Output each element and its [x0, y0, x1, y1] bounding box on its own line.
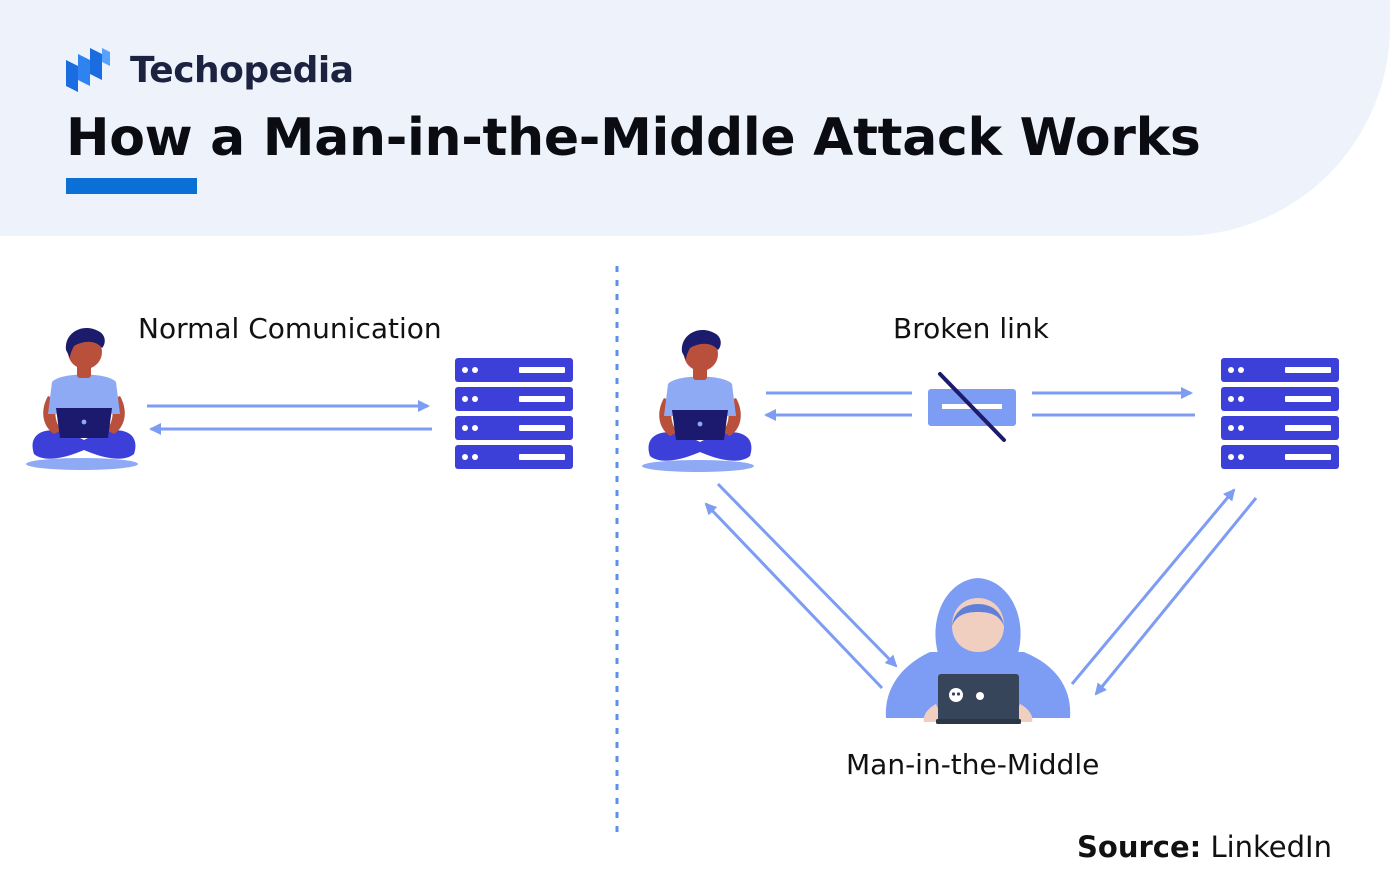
arrow-server-to-hacker: [1094, 497, 1258, 696]
server-icon: [455, 358, 573, 469]
source-prefix: Source:: [1077, 830, 1202, 864]
person-laptop-icon: [642, 330, 754, 472]
server-icon: [1221, 358, 1339, 469]
header-band: [0, 0, 1390, 236]
person-laptop-icon: [26, 328, 138, 470]
label-broken-link: Broken link: [893, 312, 1049, 345]
arrow-hacker-to-person: [704, 502, 884, 690]
arrow-hacker-to-server: [1070, 488, 1236, 685]
brand-name: Techopedia: [130, 49, 354, 91]
techopedia-logo-icon: [66, 48, 110, 92]
source-credit: Source: LinkedIn: [1077, 830, 1332, 864]
label-normal-communication: Normal Comunication: [138, 312, 442, 345]
title-underline: [66, 178, 197, 194]
brand[interactable]: Techopedia: [64, 44, 354, 96]
arrow-person-to-hacker: [716, 482, 898, 668]
hacker-icon: [885, 578, 1071, 724]
page-title: How a Man-in-the-Middle Attack Works: [66, 108, 1201, 168]
label-man-in-the-middle: Man-in-the-Middle: [846, 748, 1100, 781]
broken-link-icon: [928, 372, 1016, 442]
source-name[interactable]: LinkedIn: [1210, 830, 1332, 864]
